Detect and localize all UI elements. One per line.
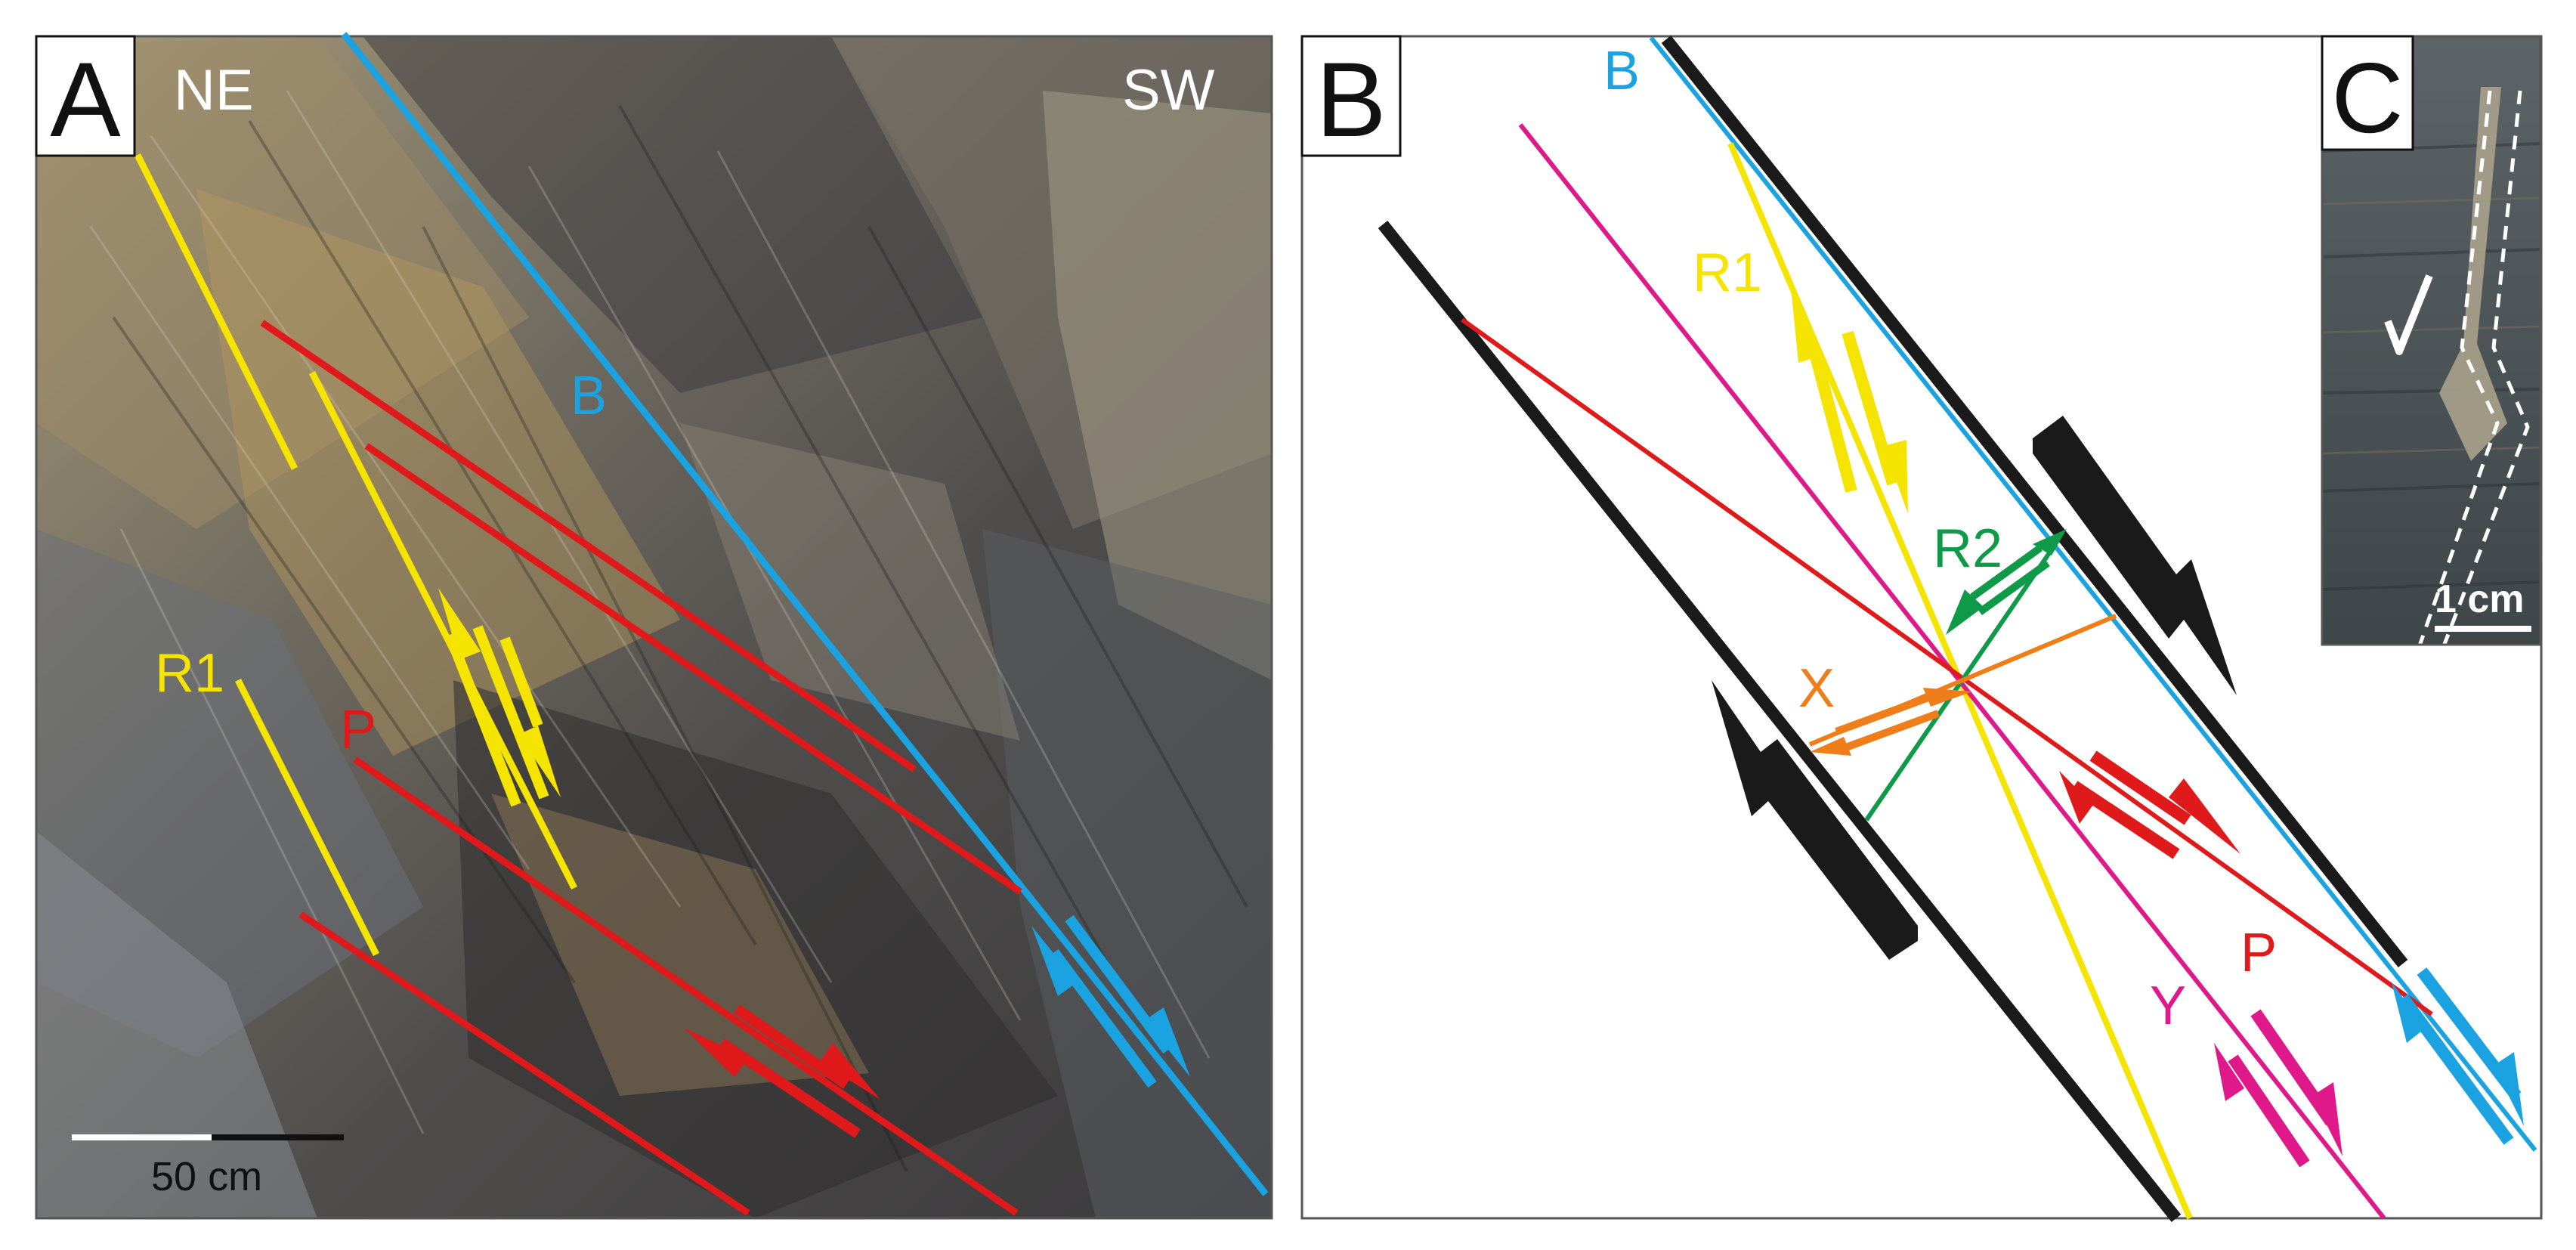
boundary-sw bbox=[1661, 36, 2408, 967]
panel-letter-a: A bbox=[50, 40, 121, 159]
r1-shear-arrows-a bbox=[438, 588, 561, 807]
vein bbox=[2439, 87, 2507, 461]
boundary-ne bbox=[1378, 221, 2182, 1222]
label-r1: R1 bbox=[1693, 243, 1762, 303]
r1-line-a3 bbox=[234, 678, 380, 957]
r1-line-a1 bbox=[134, 153, 298, 471]
label-b: B bbox=[1603, 41, 1640, 101]
panel-letter-b: B bbox=[1316, 40, 1386, 159]
b-shear-arrows-a bbox=[1031, 914, 1190, 1088]
panel-letter-c: C bbox=[2331, 42, 2403, 153]
scale-label-a: 50 cm bbox=[151, 1154, 262, 1199]
boundary-ne-arrow bbox=[1712, 680, 1918, 960]
r2-shear-arrows bbox=[1946, 529, 2067, 635]
panel-a: 50 cm A NE SW B R1 P bbox=[35, 32, 1273, 1220]
shear-sense-tick bbox=[2384, 274, 2433, 355]
label-r1-a: R1 bbox=[155, 643, 224, 704]
p-line-a4 bbox=[298, 911, 750, 1216]
r1-shear-arrows bbox=[1791, 287, 1908, 514]
b-shear-line bbox=[1649, 36, 2537, 1152]
label-x: X bbox=[1798, 658, 1835, 719]
panel-letter-box-b bbox=[1300, 35, 1402, 157]
outcrop-photo bbox=[36, 36, 1272, 1218]
b-shear-line-a bbox=[341, 32, 1269, 1196]
p-shear-arrows bbox=[2059, 750, 2240, 859]
x-shear-arrows bbox=[1810, 688, 1972, 756]
thin-section-photo bbox=[2322, 36, 2540, 645]
label-p-a: P bbox=[340, 700, 376, 760]
r1-line-a2 bbox=[308, 370, 578, 890]
label-r2: R2 bbox=[1933, 518, 2002, 579]
p-line-a2 bbox=[364, 443, 1022, 895]
boundary-sw-arrow bbox=[2033, 416, 2237, 695]
y-shear-arrows bbox=[2214, 1009, 2343, 1168]
panel-b: B B R1 R2 X Y P bbox=[1300, 35, 2543, 1222]
p-line bbox=[1461, 317, 2433, 1016]
label-y: Y bbox=[2150, 976, 2186, 1036]
scale-label-c: 1 cm bbox=[2435, 577, 2525, 621]
panel-letter-box-c bbox=[2321, 35, 2414, 151]
p-line-a1 bbox=[260, 320, 917, 772]
panel-letter-box-a bbox=[35, 35, 136, 157]
label-b-a: B bbox=[571, 366, 607, 426]
panel-c: C 1 cm bbox=[2321, 35, 2542, 646]
p-line-a3 bbox=[353, 756, 1019, 1216]
label-p: P bbox=[2240, 923, 2277, 983]
orientation-sw: SW bbox=[1122, 58, 1215, 122]
orientation-ne: NE bbox=[174, 58, 254, 122]
p-shear-arrows-a bbox=[684, 1004, 880, 1138]
b-shear-arrows bbox=[2392, 967, 2524, 1145]
